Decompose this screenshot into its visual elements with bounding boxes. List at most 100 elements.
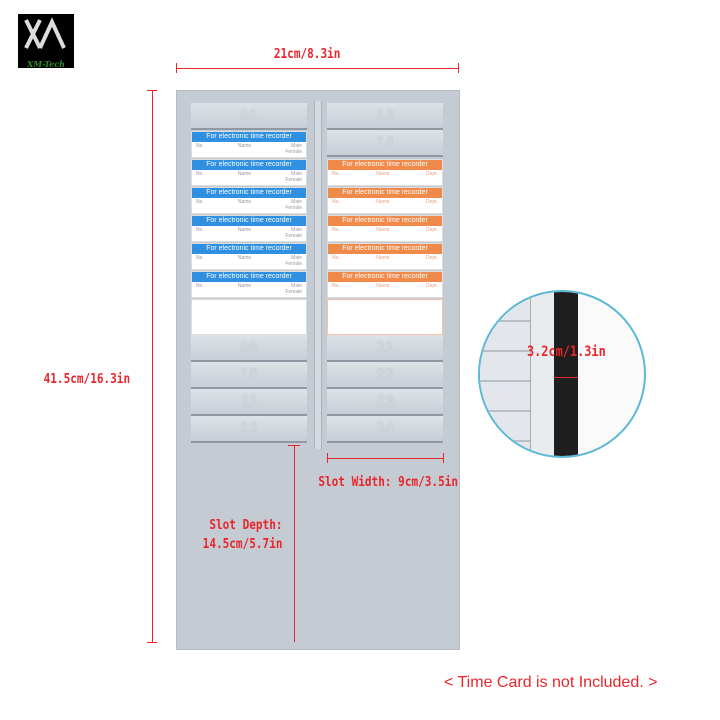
- slot[interactable]: 09: [191, 335, 307, 362]
- height-label: 41.5cm/16.3in: [43, 372, 131, 387]
- time-card-title: For electronic time recorder: [192, 132, 306, 142]
- time-card-field: Female: [285, 261, 302, 267]
- board-edge: [554, 292, 578, 456]
- time-card-title: For electronic time recorder: [328, 188, 442, 198]
- time-card-field: Male: [291, 227, 302, 233]
- time-card-field: Female: [285, 233, 302, 239]
- logo: XM-Tech: [18, 14, 74, 69]
- slot[interactable]: 12: [191, 416, 307, 443]
- time-card-field: No.: [196, 143, 204, 149]
- time-card-field: Female: [285, 205, 302, 211]
- time-card-title: For electronic time recorder: [328, 272, 442, 282]
- time-card-field: Name: [237, 227, 252, 233]
- slot[interactable]: 22: [327, 362, 443, 389]
- time-card-title: For electronic time recorder: [328, 216, 442, 226]
- time-card-field: Male: [291, 255, 302, 261]
- time-card-field: Female: [285, 149, 302, 155]
- width-line: [176, 68, 459, 69]
- time-card-fields: No. Name Dept.: [328, 170, 442, 178]
- time-card-title: For electronic time recorder: [192, 272, 306, 282]
- slot[interactable]: 13: [327, 103, 443, 130]
- time-card-field: No.: [332, 283, 340, 289]
- time-card-field: Name: [237, 255, 252, 261]
- slot-depth-label: Slot Depth: 14.5cm/5.7in: [202, 518, 283, 552]
- center-divider: [314, 101, 322, 449]
- time-card-title: For electronic time recorder: [328, 244, 442, 254]
- time-card-field: No.: [332, 199, 340, 205]
- slot[interactable]: 14: [327, 130, 443, 157]
- time-card-field: No.: [332, 227, 340, 233]
- time-card-field: Dept.: [426, 283, 438, 289]
- slot[interactable]: 24: [327, 416, 443, 443]
- time-card-field: Name: [376, 283, 390, 289]
- time-card-title: For electronic time recorder: [192, 216, 306, 226]
- time-card-fields: No. Name Dept.: [328, 198, 442, 206]
- time-card-field: No.: [196, 171, 204, 177]
- time-card-field: Male: [291, 143, 302, 149]
- slot[interactable]: 23: [327, 389, 443, 416]
- thickness-label: 3.2cm/1.3in: [526, 344, 606, 360]
- time-card-title: For electronic time recorder: [192, 160, 306, 170]
- time-card-field: No.: [332, 171, 340, 177]
- time-card-field: Name: [237, 199, 252, 205]
- slot[interactable]: 10: [191, 362, 307, 389]
- time-card-field: Male: [291, 199, 302, 205]
- time-card-field: Dept.: [426, 199, 438, 205]
- time-card-title: For electronic time recorder: [192, 188, 306, 198]
- time-card-field: Name: [376, 199, 390, 205]
- time-card-field: Name: [237, 171, 252, 177]
- time-card-back: [327, 299, 443, 335]
- time-card-field: Name: [237, 283, 252, 289]
- time-card-field: Name: [376, 255, 390, 261]
- height-line: [152, 90, 153, 642]
- time-card-fields: No. Name Dept.: [328, 282, 442, 290]
- slot[interactable]: 11: [191, 389, 307, 416]
- time-card-field: Male: [291, 283, 302, 289]
- time-card-field: No.: [332, 255, 340, 261]
- time-card-title: For electronic time recorder: [328, 160, 442, 170]
- time-card-field: No.: [196, 199, 204, 205]
- time-card-field: Dept.: [426, 171, 438, 177]
- slot[interactable]: 01: [191, 103, 307, 130]
- time-card-field: Dept.: [426, 227, 438, 233]
- logo-text: XM-Tech: [27, 59, 65, 69]
- time-card-field: Name: [376, 171, 390, 177]
- slot-width-label: Slot Width: 9cm/3.5in: [318, 475, 459, 490]
- time-card-field: No.: [196, 255, 204, 261]
- time-card-field: Female: [285, 177, 302, 183]
- time-card-back: [191, 299, 307, 335]
- slot[interactable]: 21: [327, 335, 443, 362]
- slot-width-line: [327, 458, 443, 459]
- time-card-field: Name: [237, 143, 252, 149]
- footer-note: < Time Card is not Included. >: [444, 674, 658, 691]
- time-card-field: No.: [196, 283, 204, 289]
- time-card-field: Male: [291, 171, 302, 177]
- time-card-field: Female: [285, 289, 302, 295]
- slot-depth-line: [294, 445, 295, 642]
